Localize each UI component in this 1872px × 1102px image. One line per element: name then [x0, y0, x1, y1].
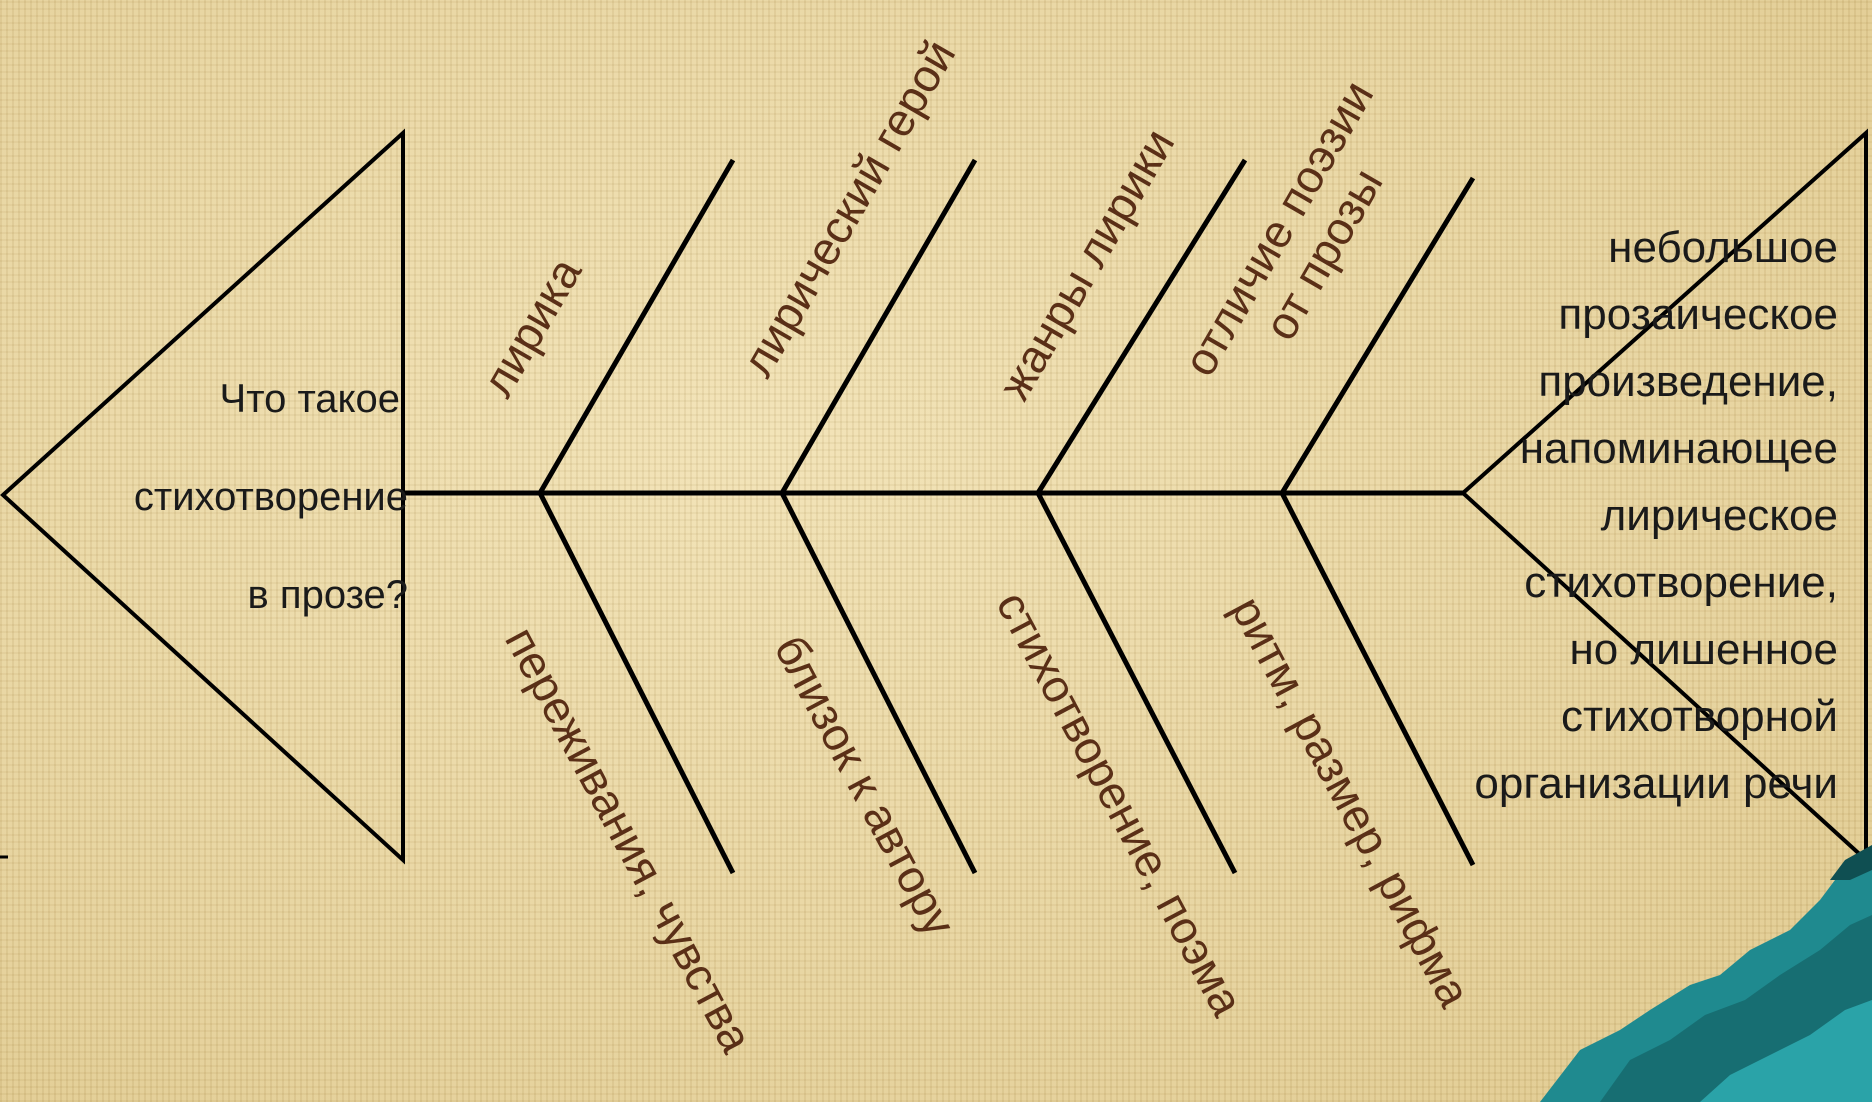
- bone-top-4-label: отличие поэзии от прозы: [1173, 72, 1429, 411]
- definition-line-3: произведение,: [1538, 357, 1838, 406]
- bone-top-3-text: жанры лирики: [988, 120, 1184, 408]
- definition-line-4: напоминающее: [1520, 424, 1838, 473]
- bone-bottom-1-text: переживания, чувства: [495, 618, 763, 1061]
- bone-bottom-2-label: близок к автору: [764, 627, 966, 945]
- bone-top-2-text: лирический герой: [731, 31, 965, 385]
- bone-top-2-label: лирический герой: [731, 31, 965, 385]
- definition-line-2: прозаическое: [1558, 290, 1838, 339]
- question-line-2: стихотворение: [134, 475, 408, 519]
- question-text: Что такое стихотворение в прозе?: [134, 377, 408, 617]
- bone-top-1-text: лирика: [471, 248, 592, 405]
- bone-top-1-label: лирика: [471, 248, 592, 405]
- bone-top-2: [782, 160, 975, 493]
- definition-line-8: стихотворной: [1561, 692, 1838, 741]
- definition-line-1: небольшое: [1608, 223, 1838, 272]
- definition-line-5: лирическое: [1601, 491, 1838, 540]
- teal-wave-icon: [1540, 845, 1872, 1102]
- bone-top-1: [540, 160, 733, 493]
- bone-bottom-2-text: близок к автору: [764, 627, 966, 945]
- question-line-1: Что такое: [220, 377, 400, 421]
- definition-line-7: но лишенное: [1569, 625, 1838, 674]
- definition-line-9: организации речи: [1474, 759, 1838, 808]
- bone-top-3-label: жанры лирики: [988, 120, 1184, 408]
- question-line-3: в прозе?: [248, 573, 408, 617]
- definition-text: небольшое прозаическое произведение, нап…: [1474, 223, 1838, 808]
- bone-bottom-1-label: переживания, чувства: [495, 618, 763, 1061]
- definition-line-6: стихотворение,: [1524, 558, 1838, 607]
